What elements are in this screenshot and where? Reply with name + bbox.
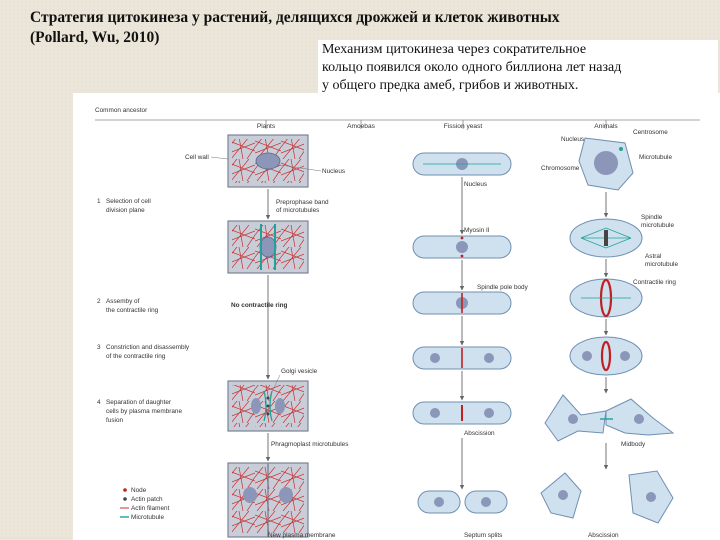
- label-animal-nucleus: Nucleus: [561, 136, 584, 143]
- label-chromosome: Chromosome: [541, 165, 580, 172]
- label-preprophase-b: of microtubules: [276, 207, 319, 214]
- title-line-1: Стратегия цитокинеза у растений, делящих…: [30, 9, 560, 26]
- label-animal-abscission: Abscission: [588, 532, 619, 539]
- step-1-label-b: division plane: [106, 207, 145, 214]
- legend-actin-patch-swatch: [123, 497, 127, 501]
- step-3-label-a: Constriction and disassembly: [106, 344, 190, 351]
- callout-line-2: кольцо появился около одного биллиона ле…: [322, 60, 622, 75]
- plant-daughter-nucleus-b: [275, 398, 285, 414]
- step-3-label-b: of the contractile ring: [106, 353, 166, 360]
- plant-daughter-nucleus-a: [251, 398, 261, 414]
- column-header-amoebas: Amoebas: [347, 123, 376, 130]
- step-4-number: 4: [97, 399, 101, 406]
- yeast-node-a: [460, 236, 464, 240]
- step-2-label-a: Assemby of: [106, 298, 140, 305]
- label-microtubule: Microtubule: [639, 154, 672, 161]
- plant-column: [227, 134, 309, 538]
- cytokinesis-diagram: Common ancestor Plants Amoebas Fission y…: [95, 107, 700, 539]
- label-preprophase-a: Preprophase band: [276, 199, 329, 206]
- label-astral-a: Astral: [645, 253, 661, 260]
- label-centrosome: Centrosome: [633, 129, 668, 136]
- yeast-nucleus-5b: [484, 408, 494, 418]
- cytokinesis-figure: Common ancestor Plants Amoebas Fission y…: [73, 93, 720, 540]
- plant-nucleus-1: [255, 152, 281, 170]
- label-contractile-ring: Contractile ring: [633, 279, 676, 286]
- yeast-nucleus-6a: [434, 497, 444, 507]
- golgi-vesicle-a: [266, 396, 270, 400]
- animal-nucleus-4a: [582, 351, 592, 361]
- label-cell-wall: Cell wall: [185, 154, 209, 161]
- yeast-nucleus-4b: [484, 353, 494, 363]
- step-4-label-c: fusion: [106, 417, 123, 424]
- step-1-number: 1: [97, 198, 101, 205]
- label-astral-b: microtubule: [645, 261, 678, 268]
- centrosome-1: [619, 147, 623, 151]
- label-golgi-vesicle: Golgi vesicle: [281, 368, 318, 375]
- label-myosin-ii: Myosin II: [464, 227, 490, 234]
- step-2-number: 2: [97, 298, 101, 305]
- column-header-plants: Plants: [257, 123, 276, 130]
- label-plant-nucleus: Nucleus: [322, 168, 345, 175]
- golgi-vesicle-c: [266, 412, 270, 416]
- yeast-column: [412, 152, 512, 514]
- label-septum-splits: Septum splits: [464, 532, 502, 539]
- contractile-ring-4: [600, 340, 612, 372]
- animal-nucleus-4b: [620, 351, 630, 361]
- callout-line-3: у общего предка амеб, грибов и животных.: [322, 78, 579, 93]
- yeast-nucleus-5a: [430, 408, 440, 418]
- legend: Node Actin patch Actin filament Microtub…: [120, 487, 170, 521]
- legend-actin-patch: Actin patch: [131, 496, 163, 503]
- label-new-plasma-membrane: New plasma membrane: [268, 532, 336, 539]
- legend-microtubule: Microtubule: [131, 514, 164, 521]
- animal-cell-4: [569, 336, 643, 376]
- step-2-label-b: the contractile ring: [106, 307, 159, 314]
- leader-cell-wall: [210, 156, 229, 160]
- callout-line-1: Механизм цитокинеза через сократительное: [322, 42, 587, 57]
- step-4-label-a: Separation of daughter: [106, 399, 172, 406]
- yeast-nucleus-6b: [481, 497, 491, 507]
- animal-nucleus-6a: [558, 490, 568, 500]
- step-1-label-a: Selection of cell: [106, 198, 151, 205]
- step-4-label-b: cells by plasma membrane: [106, 408, 182, 415]
- leader-plant-nucleus: [279, 164, 322, 172]
- animal-nucleus-5a: [568, 414, 578, 424]
- label-spindle-a: Spindle: [641, 214, 663, 221]
- title-line-2: (Pollard, Wu, 2010): [30, 29, 160, 46]
- label-spindle-pole-body: Spindle pole body: [477, 284, 529, 291]
- legend-node: Node: [131, 487, 147, 494]
- label-midbody: Midbody: [621, 441, 646, 448]
- chromosomes-2: [604, 230, 608, 246]
- animal-nucleus-6b: [646, 492, 656, 502]
- plant-daughter-nucleus-d: [279, 487, 293, 503]
- animal-column: [540, 137, 675, 524]
- label-no-contractile-ring: No contractile ring: [231, 302, 288, 309]
- label-spindle-b: microtubule: [641, 222, 674, 229]
- yeast-node-b: [460, 254, 464, 258]
- slide-title: Стратегия цитокинеза у растений, делящих…: [30, 8, 710, 48]
- label-yeast-nucleus: Nucleus: [464, 181, 487, 188]
- yeast-nucleus-4a: [430, 353, 440, 363]
- plant-daughter-nucleus-c: [243, 487, 257, 503]
- label-yeast-abscission: Abscission: [464, 430, 495, 437]
- column-header-fission-yeast: Fission yeast: [444, 123, 483, 130]
- leader-golgi: [269, 374, 281, 397]
- legend-actin-filament: Actin filament: [131, 505, 170, 512]
- legend-node-swatch: [123, 488, 127, 492]
- golgi-vesicle-b: [266, 404, 270, 408]
- column-header-animals: Animals: [594, 123, 618, 130]
- yeast-nucleus-2: [456, 241, 468, 253]
- step-3-number: 3: [97, 344, 101, 351]
- plant-nucleus-2: [259, 236, 277, 258]
- animal-nucleus-5b: [634, 414, 644, 424]
- animal-nucleus-1: [594, 151, 618, 175]
- label-phragmoplast: Phragmoplast microtubules: [271, 441, 348, 448]
- evolution-callout: Механизм цитокинеза через сократительное…: [318, 40, 718, 96]
- common-ancestor-label: Common ancestor: [95, 107, 148, 114]
